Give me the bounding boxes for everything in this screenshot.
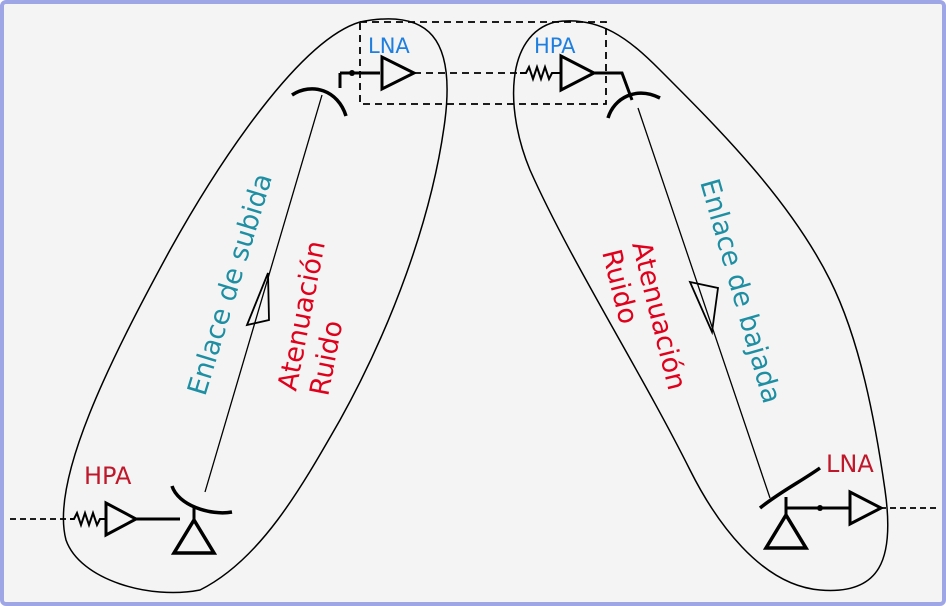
uplink-hpa-resistor-icon xyxy=(70,509,106,529)
satellite-receive-dish-icon xyxy=(291,87,348,117)
uplink-hpa-triangle-icon xyxy=(104,500,140,538)
uplink-dish-mount-icon xyxy=(170,516,218,555)
satellite-hpa-resistor-icon xyxy=(520,63,560,83)
uplink-path xyxy=(204,94,323,493)
satellite-transmit-dish-icon xyxy=(606,91,661,119)
satellite-hpa-label: HPA xyxy=(534,34,576,58)
uplink-boundary xyxy=(62,18,448,594)
transponder-box xyxy=(359,21,607,105)
uplink-ground-dish-icon xyxy=(170,485,233,515)
satellite-transmit-line xyxy=(594,71,634,101)
downlink-boundary xyxy=(512,20,889,592)
downlink-ground-dish-icon xyxy=(758,466,822,510)
uplink-direction-arrow-icon xyxy=(245,272,270,327)
downlink-junction xyxy=(817,505,823,511)
satellite-lna-triangle-icon xyxy=(380,54,418,92)
downlink-lna-label: LNA xyxy=(826,450,874,478)
downlink-link-label: Enlace de bajada xyxy=(693,175,787,407)
downlink-direction-arrow-icon xyxy=(688,280,720,336)
satellite-lna-label: LNA xyxy=(368,34,410,58)
satellite-receive-junction xyxy=(349,70,355,76)
downlink-dish-mount-icon xyxy=(762,511,810,550)
uplink-hpa-label: HPA xyxy=(84,462,132,490)
downlink-lna-triangle-icon xyxy=(848,489,885,527)
downlink-path xyxy=(637,107,771,499)
satellite-hpa-triangle-icon xyxy=(559,53,598,93)
